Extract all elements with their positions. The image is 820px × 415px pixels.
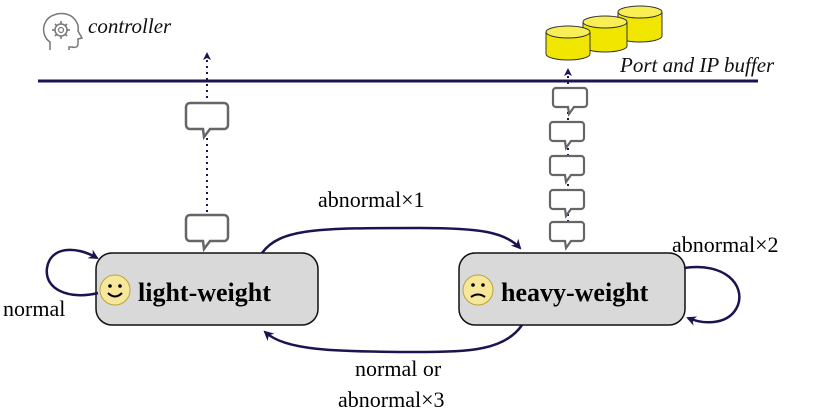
message-bubble-icon [551, 86, 589, 117]
heavy-to-light-arrow [263, 324, 524, 354]
heavy-self-loop-arrow [683, 265, 741, 326]
database-cylinders-icon [545, 5, 663, 61]
light-weight-label: light-weight [138, 278, 271, 307]
message-bubble-icon [548, 120, 586, 151]
message-bubble-icon [548, 154, 586, 185]
heavy-to-light-label-line1: normal or [355, 356, 442, 381]
buffer-label: Port and IP buffer [619, 53, 775, 77]
heavy-self-loop-label: abnormal×2 [672, 232, 779, 257]
heavy-to-light-label-line2: abnormal×3 [338, 387, 445, 412]
head-gear-icon [42, 12, 84, 50]
frowning-face-icon [462, 274, 494, 306]
message-bubble-stack [548, 86, 589, 251]
message-bubble-icon [184, 101, 230, 141]
light-weight-state[interactable]: light-weight [95, 252, 319, 326]
heavy-weight-label: heavy-weight [501, 278, 649, 307]
message-bubble-icon [548, 188, 586, 219]
heavy-weight-state[interactable]: heavy-weight [458, 252, 686, 326]
light-self-loop-label: normal [3, 296, 65, 321]
controller-label: controller [88, 14, 172, 38]
message-bubble-icon [184, 213, 230, 253]
message-bubble-icon [548, 220, 586, 251]
light-to-heavy-label: abnormal×1 [318, 187, 425, 212]
light-self-loop-arrow [45, 248, 99, 297]
light-to-heavy-arrow [260, 226, 522, 254]
smiley-face-icon [99, 274, 131, 306]
